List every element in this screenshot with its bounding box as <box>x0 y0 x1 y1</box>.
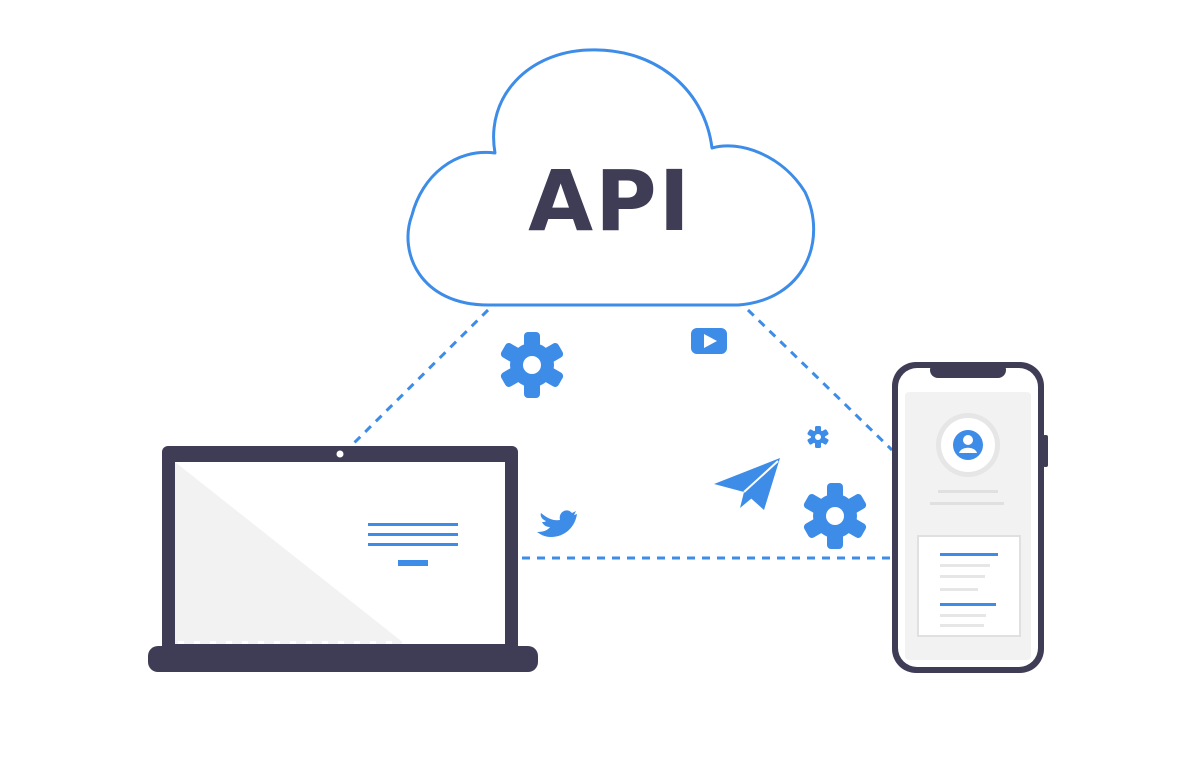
connection-lines <box>350 308 894 560</box>
youtube-icon <box>691 328 727 354</box>
twitter-bird-icon <box>537 510 577 537</box>
laptop-keyboard-dots <box>178 641 488 644</box>
cloud-label: API <box>528 152 692 250</box>
laptop-base <box>148 646 538 672</box>
laptop <box>148 446 538 672</box>
phone-name-line <box>938 490 998 493</box>
phone-subtitle-line <box>930 502 1004 505</box>
phone-side-button <box>1043 435 1048 467</box>
laptop-camera <box>336 450 344 458</box>
phone-notch <box>930 362 1006 378</box>
cloud-to-laptop-line <box>350 308 490 447</box>
gear-icon <box>500 332 564 398</box>
small-gear-icon <box>807 426 829 448</box>
phone-content-card <box>917 535 1021 637</box>
cloud-outline <box>406 48 815 307</box>
laptop-screen-text-lines <box>368 523 458 566</box>
laptop-screen-glare <box>175 462 505 644</box>
large-gear-icon <box>803 483 867 549</box>
user-avatar-icon <box>936 413 1000 477</box>
api-cloud: API <box>406 48 815 307</box>
phone-card-lines <box>940 553 998 627</box>
smartphone <box>892 362 1048 673</box>
cloud-to-phone-line <box>746 308 894 452</box>
paper-plane-icon <box>714 458 780 510</box>
